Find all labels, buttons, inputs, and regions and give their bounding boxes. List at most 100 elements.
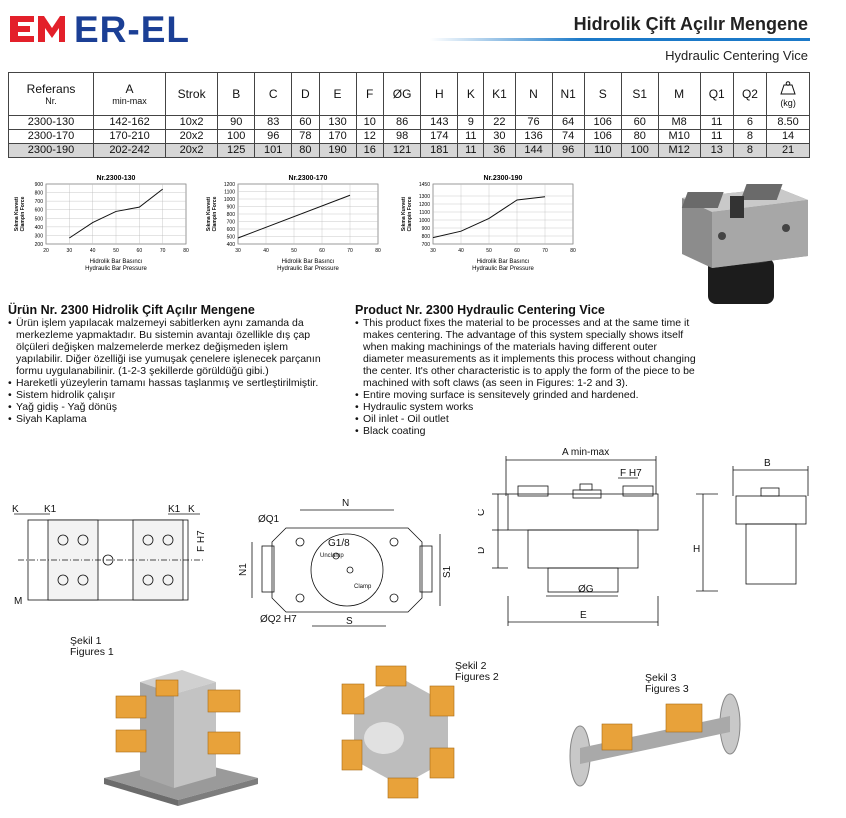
table-cell: 86: [382, 115, 422, 130]
description-tr-list: Ürün işlem yapılacak malzemeyi sabitlerk…: [8, 317, 328, 425]
dim-k-left-label: K: [12, 504, 19, 515]
table-cell: 76: [514, 115, 553, 130]
dim-m-label: M: [14, 596, 22, 607]
dim-k1-left-label: K1: [44, 504, 57, 515]
list-item: Black coating: [355, 425, 700, 437]
x-tick-label: 60: [514, 248, 520, 254]
table-header-cell: N: [514, 72, 553, 116]
table-cell: 170: [318, 129, 357, 144]
table-cell: M10: [657, 129, 701, 144]
y-tick-label: 900: [422, 226, 431, 232]
table-header-main: S: [598, 87, 607, 101]
clamp-label: Clamp: [354, 584, 372, 590]
table-header-main: S1: [632, 87, 648, 101]
description-tr-title: Ürün Nr. 2300 Hidrolik Çift Açılır Menge…: [8, 303, 255, 317]
table-header-cell: H: [420, 72, 459, 116]
table-cell: 8: [732, 129, 768, 144]
table-header-main: N: [529, 87, 538, 101]
table-header-sub: (kg): [780, 97, 796, 108]
figure-3-image: [569, 693, 741, 787]
table-header-main: ØG: [392, 87, 412, 101]
y-axis-label: Sıkma KuvvetiClampin Force: [401, 196, 413, 231]
description-tr: Ürün Nr. 2300 Hidrolik Çift Açılır Menge…: [8, 304, 328, 425]
x-tick-label: 80: [183, 248, 189, 254]
y-tick-label: 200: [35, 242, 44, 248]
figure-1-label: Şekil 1 Figures 1: [70, 636, 114, 658]
table-cell: 9: [457, 115, 485, 130]
unclamp-label: Unclamp: [320, 553, 344, 559]
table-cell: 11: [457, 143, 485, 158]
table-header-cell: N1: [551, 72, 585, 116]
table-header-main: K: [466, 87, 475, 101]
y-tick-label: 1300: [419, 194, 430, 200]
table-header-main: A: [125, 82, 134, 96]
table-cell: 106: [583, 115, 622, 130]
x-tick-label: 70: [160, 248, 166, 254]
table-cell: 98: [382, 129, 422, 144]
y-tick-label: 1200: [419, 202, 430, 208]
dim-q1-label: ØQ1: [258, 514, 280, 525]
table-cell: 136: [514, 129, 553, 144]
y-tick-label: 1450: [419, 182, 430, 188]
table-cell: 16: [355, 143, 384, 158]
table-cell: 174: [420, 129, 459, 144]
table-cell: 21: [766, 143, 810, 158]
figure-2-label: Şekil 2 Figures 2: [455, 661, 499, 683]
table-cell: 78: [291, 129, 320, 144]
description-en-title: Product Nr. 2300 Hydraulic Centering Vic…: [355, 303, 605, 317]
table-header-main: Referans: [26, 82, 76, 96]
table-header-main: D: [301, 87, 310, 101]
table-cell: 190: [318, 143, 357, 158]
table-cell: 2300-170: [7, 129, 95, 144]
dim-n1-label: N1: [238, 563, 249, 576]
table-header-cell: D: [291, 72, 320, 116]
y-tick-label: 1000: [224, 197, 235, 203]
table-cell: 143: [420, 115, 459, 130]
table-cell: 125: [217, 143, 256, 158]
x-tick-label: 60: [319, 248, 325, 254]
y-tick-label: 800: [422, 234, 431, 240]
table-cell: 96: [551, 143, 585, 158]
table-cell: 2300-130: [7, 115, 95, 130]
figure-2-tr: Şekil 2: [455, 660, 487, 672]
table-header-main: M: [674, 87, 685, 101]
table-cell: 130: [318, 115, 357, 130]
table-cell: 106: [583, 129, 622, 144]
x-tick-label: 30: [430, 248, 436, 254]
list-item: Sistem hidrolik çalışır: [8, 389, 328, 401]
table-cell: 11: [699, 129, 734, 144]
y-tick-label: 1100: [419, 210, 430, 216]
list-item: Siyah Kaplama: [8, 413, 328, 425]
x-tick-label: 50: [486, 248, 492, 254]
figure-1-tr: Şekil 1: [70, 635, 102, 647]
table-header-cell: M: [657, 72, 701, 116]
table-cell: 83: [254, 115, 293, 130]
table-cell: 13: [699, 143, 734, 158]
table-header-cell: S: [583, 72, 622, 116]
title-underline: [430, 38, 810, 41]
x-tick-label: 50: [291, 248, 297, 254]
series-line: [237, 194, 351, 239]
y-tick-label: 1100: [224, 190, 235, 196]
table-header-sub: min-max: [112, 96, 147, 106]
table-cell: 14: [766, 129, 810, 144]
x-tick-label: 80: [375, 248, 381, 254]
table-header-cell: F: [355, 72, 384, 116]
dim-s1-label: S1: [442, 565, 453, 578]
list-item: Hydraulic system works: [355, 401, 700, 413]
table-cell: 22: [483, 115, 516, 130]
y-tick-label: 500: [35, 216, 44, 222]
table-header-main: F: [366, 87, 374, 101]
table-cell: M8: [657, 115, 701, 130]
table-header-main: K1: [492, 87, 507, 101]
table-cell: M12: [657, 143, 701, 158]
dim-k1-right-label: K1: [168, 504, 181, 515]
table-cell: 181: [420, 143, 459, 158]
